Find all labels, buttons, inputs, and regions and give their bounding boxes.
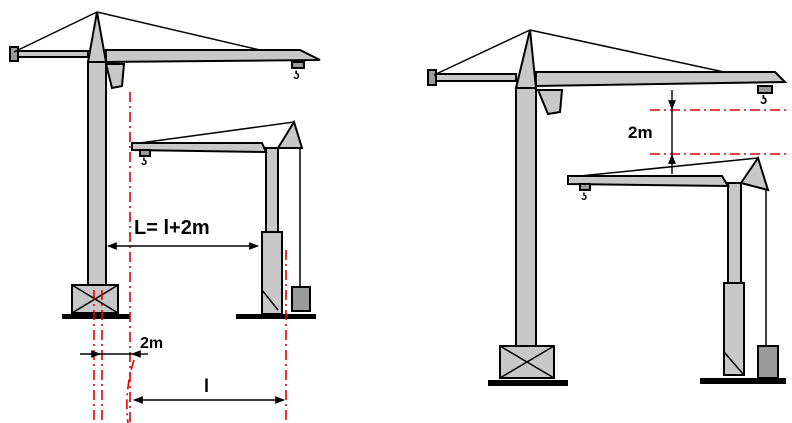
- small-luffing-crane-right: ʖ: [567, 155, 786, 384]
- large-tower-crane-left: ʖ: [9, 11, 321, 319]
- small-luffing-crane-left: ʖ: [131, 119, 316, 319]
- svg-text:ʖ: ʖ: [141, 156, 147, 168]
- right-figure: ʖ ʖ 2m: [427, 29, 790, 386]
- vertical-clearance-label: 2m: [628, 123, 653, 142]
- radius-label: l: [204, 376, 209, 396]
- clearance-label: 2m: [140, 335, 163, 352]
- slewing-arc: [126, 359, 135, 423]
- svg-text:ʖ: ʖ: [293, 68, 300, 82]
- large-tower-crane-right: ʖ: [427, 29, 788, 386]
- svg-text:ʖ: ʖ: [581, 191, 587, 203]
- svg-text:ʖ: ʖ: [760, 92, 767, 107]
- left-figure: ʖ ʖ: [9, 11, 321, 423]
- distance-label: L= l+2m: [134, 217, 210, 239]
